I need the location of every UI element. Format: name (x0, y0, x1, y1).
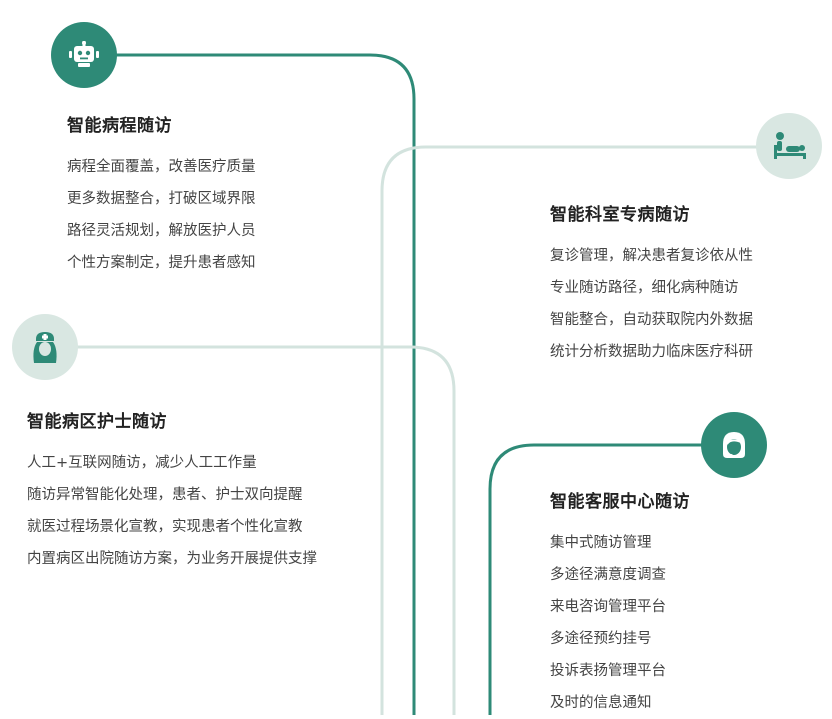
list-item: 集中式随访管理 (550, 535, 652, 551)
section-department-specialty: 智能科室专病随访 复诊管理，解决患者复诊依从性 专业随访路径，细化病种随访 智能… (550, 204, 753, 368)
robot-icon (69, 41, 99, 67)
list-item: 多途径预约挂号 (550, 631, 652, 647)
badge-department-specialty (756, 113, 822, 179)
list-item: 人工+互联网随访，减少人工工作量 (27, 455, 257, 471)
feature-list: 人工+互联网随访，减少人工工作量 随访异常智能化处理，患者、护士双向提醒 就医过… (27, 447, 317, 575)
list-item: 及时的信息通知 (550, 695, 652, 711)
list-item: 多途径满意度调查 (550, 567, 666, 583)
badge-ward-nurse (12, 314, 78, 380)
list-item: 个性方案制定，提升患者感知 (67, 255, 256, 271)
list-item: 内置病区出院随访方案，为业务开展提供支撑 (27, 551, 317, 567)
feature-list: 复诊管理，解决患者复诊依从性 专业随访路径，细化病种随访 智能整合，自动获取院内… (550, 240, 753, 368)
list-item: 更多数据整合，打破区域界限 (67, 191, 256, 207)
nurse-icon (33, 332, 57, 363)
section-ward-nurse: 智能病区护士随访 人工+互联网随访，减少人工工作量 随访异常智能化处理，患者、护… (27, 411, 317, 575)
list-item: 智能整合，自动获取院内外数据 (550, 312, 753, 328)
list-item: 就医过程场景化宣教，实现患者个性化宣教 (27, 519, 303, 535)
patient-bed-icon (774, 132, 806, 159)
badge-service-center (701, 412, 767, 478)
list-item: 来电咨询管理平台 (550, 599, 666, 615)
feature-list: 集中式随访管理 多途径满意度调查 来电咨询管理平台 多途径预约挂号 投诉表扬管理… (550, 527, 690, 719)
section-title: 智能病程随访 (67, 116, 172, 136)
connector-line-service-center (488, 443, 702, 715)
list-item: 复诊管理，解决患者复诊依从性 (550, 248, 753, 264)
list-item: 随访异常智能化处理，患者、护士双向提醒 (27, 487, 303, 503)
badge-disease-course (51, 22, 117, 88)
connector-line-ward-nurse (76, 345, 456, 715)
connector-line-disease-course (116, 53, 416, 715)
list-item: 专业随访路径，细化病种随访 (550, 280, 739, 296)
list-item: 路径灵活规划，解放医护人员 (67, 223, 256, 239)
section-disease-course: 智能病程随访 病程全面覆盖，改善医疗质量 更多数据整合，打破区域界限 路径灵活规… (67, 115, 256, 279)
section-title: 智能病区护士随访 (27, 412, 167, 432)
list-item: 投诉表扬管理平台 (550, 663, 666, 679)
section-title: 智能客服中心随访 (550, 492, 690, 512)
connector-line-department-specialty (380, 145, 758, 715)
section-title: 智能科室专病随访 (550, 205, 690, 225)
feature-list: 病程全面覆盖，改善医疗质量 更多数据整合，打破区域界限 路径灵活规划，解放医护人… (67, 151, 256, 279)
section-service-center: 智能客服中心随访 集中式随访管理 多途径满意度调查 来电咨询管理平台 多途径预约… (550, 491, 690, 719)
list-item: 病程全面覆盖，改善医疗质量 (67, 159, 256, 175)
list-item: 统计分析数据助力临床医疗科研 (550, 344, 753, 360)
customer-service-icon (723, 432, 745, 458)
